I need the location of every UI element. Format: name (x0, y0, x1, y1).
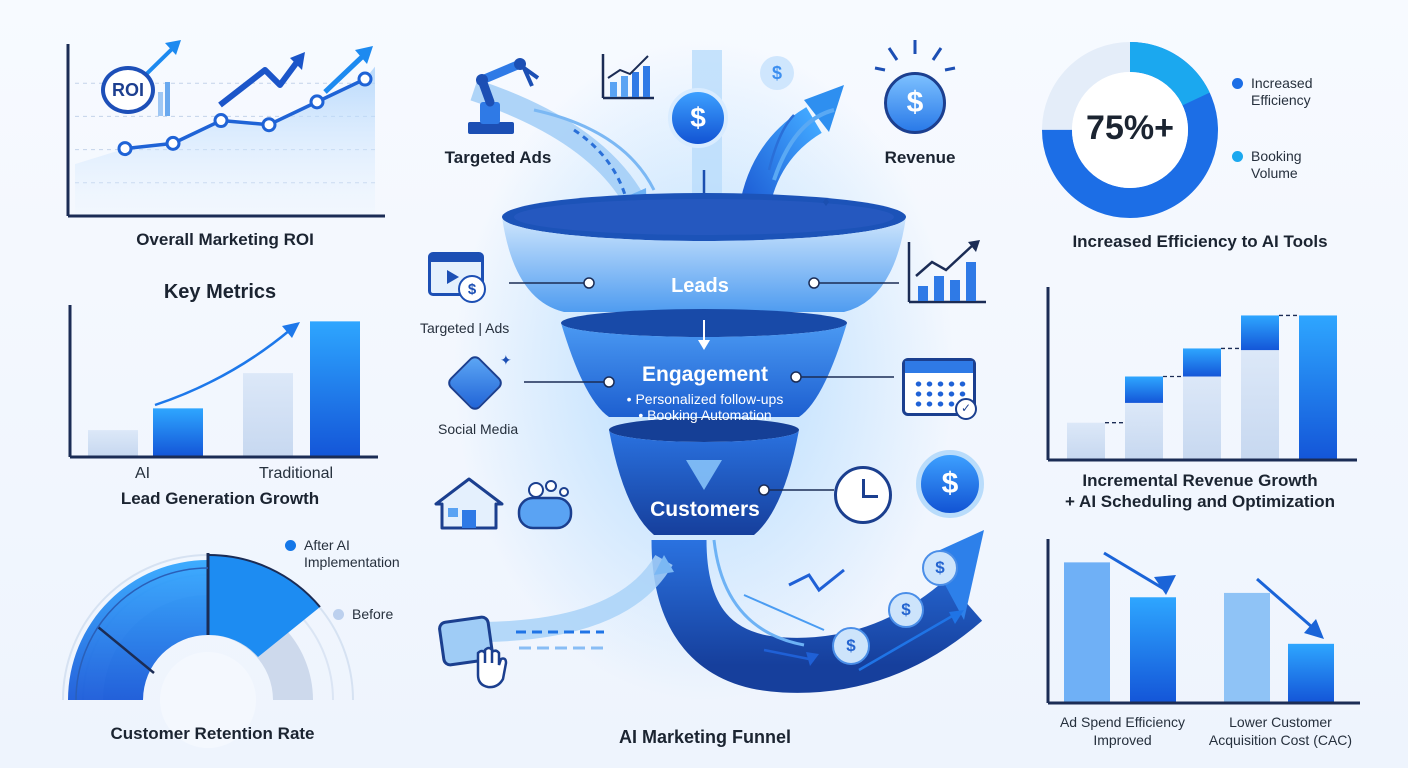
lead-gen-bar (88, 430, 138, 456)
flow-coin-2-icon: $ (888, 592, 924, 628)
stage-engagement: Engagement (641, 363, 769, 386)
revenue-base-bar (1183, 376, 1221, 459)
decline-arrowhead-left-icon (1154, 575, 1176, 595)
growth-trend-arrow (154, 329, 291, 407)
efficiency-value: 75%+ (1086, 109, 1174, 147)
lead-generation-chart (68, 305, 378, 459)
cost-bar (1130, 597, 1176, 702)
legend-increased-efficiency: Increased Efficiency (1232, 75, 1343, 109)
roi-point (261, 117, 277, 133)
lead-gen-bar (243, 373, 293, 456)
roi-title: Overall Marketing ROI (136, 230, 314, 249)
bar-chart-icon (601, 54, 654, 100)
growth-chart-icon (907, 240, 986, 304)
decline-arrowhead-right-icon (1304, 619, 1324, 639)
sparkle-icon: ✦ (500, 352, 512, 368)
house-icon (434, 477, 504, 530)
km-cat-traditional: Traditional (259, 465, 334, 482)
lead-generation-caption: Lead Generation Growth (120, 489, 320, 508)
ad-coin-icon: $ (458, 275, 486, 303)
shine-rays-icon (874, 40, 956, 72)
growth-arrowhead-icon (282, 322, 300, 338)
stage-leads: Leads (671, 275, 729, 297)
customer-coin-icon: $ (916, 450, 984, 518)
calendar-icon (902, 358, 976, 416)
revenue-base-bar (1299, 315, 1337, 459)
revenue-base-bar (1067, 422, 1105, 459)
retention-gauge (62, 553, 354, 748)
roi-badge: ROI (101, 66, 155, 114)
cost-bar (1224, 592, 1270, 702)
roi-chart (66, 40, 385, 218)
roi-point (357, 71, 373, 87)
revenue-label: Revenue (884, 148, 956, 167)
retention-title: Customer Retention Rate (110, 724, 315, 743)
incremental-caption-1: Incremental Revenue Growth (1082, 471, 1318, 490)
flow-coin-3-icon: $ (832, 627, 870, 665)
legend-before-dot (333, 609, 344, 620)
engagement-bullet-1: • Personalized follow-ups (626, 391, 784, 407)
funnel-title: AI Marketing Funnel (618, 727, 791, 747)
roi-point (165, 135, 181, 151)
incremental-caption-2: + AI Scheduling and Optimization (1065, 492, 1335, 511)
roi-line (124, 77, 366, 151)
cost-caption-left-2: Improved (1093, 732, 1152, 748)
hand-icon (476, 646, 508, 689)
roi-point (117, 141, 133, 157)
key-metrics-heading: Key Metrics (163, 281, 277, 303)
robot-arm-icon (468, 58, 540, 134)
legend-after-ai: After AI Implementation (285, 537, 414, 571)
revenue-base-bar (1125, 402, 1163, 459)
revenue-coin-icon: $ (884, 72, 946, 134)
legend-booking-volume: Booking Volume (1232, 148, 1331, 182)
retention-after-sector-right (208, 554, 320, 657)
cost-caption-right-2: Acquisition Cost (CAC) (1208, 732, 1353, 748)
revenue-increment-bar (1125, 376, 1163, 403)
legend-before: Before (333, 606, 393, 623)
dollar-coin-icon: $ (668, 88, 728, 148)
legend-efficiency-dot (1232, 78, 1243, 89)
cost-efficiency-chart (1046, 539, 1360, 705)
soap-bubbles-icon (517, 480, 573, 530)
efficiency-caption: Increased Efficiency to AI Tools (1072, 232, 1328, 251)
legend-after-dot (285, 540, 296, 551)
revenue-increment-bar (1241, 315, 1279, 351)
flow-coin-1-icon: $ (922, 550, 958, 586)
cost-caption-left-1: Ad Spend Efficiency (1059, 714, 1186, 730)
revenue-base-bar (1241, 350, 1279, 459)
social-media-label: Social Media (438, 421, 519, 437)
decline-arrow-right (1256, 577, 1313, 629)
donut-booking-arc (1042, 42, 1218, 218)
revenue-increment-bar (1183, 348, 1221, 377)
browser-ad-icon (428, 252, 484, 296)
targeted-ads-top-label: Targeted Ads (444, 148, 552, 167)
cost-caption-right-1: Lower Customer (1229, 714, 1332, 730)
retention-after-sector-left (68, 560, 208, 700)
cost-bar (1064, 562, 1110, 702)
roi-point (213, 113, 229, 129)
stage-customers: Customers (650, 498, 760, 521)
lead-gen-bar (153, 408, 203, 456)
engagement-bullet-2: • Booking Automation (638, 407, 772, 423)
roi-area (75, 66, 375, 216)
targeted-ads-left-label: Targeted | Ads (420, 320, 510, 336)
calendar-check-icon: ✓ (955, 398, 977, 420)
small-coin-icon: $ (760, 56, 794, 90)
decline-arrow-left (1103, 551, 1165, 591)
km-cat-ai: AI (135, 465, 151, 482)
legend-booking-dot (1232, 151, 1243, 162)
lead-gen-bar (310, 321, 360, 456)
cost-bar (1288, 643, 1334, 702)
funnel-graphic (454, 40, 984, 700)
roi-point (309, 94, 325, 110)
efficiency-donut (1042, 42, 1218, 218)
incremental-revenue-chart (1046, 287, 1357, 462)
roi-badge-bars-icon (158, 76, 176, 116)
clock-icon (834, 466, 892, 524)
